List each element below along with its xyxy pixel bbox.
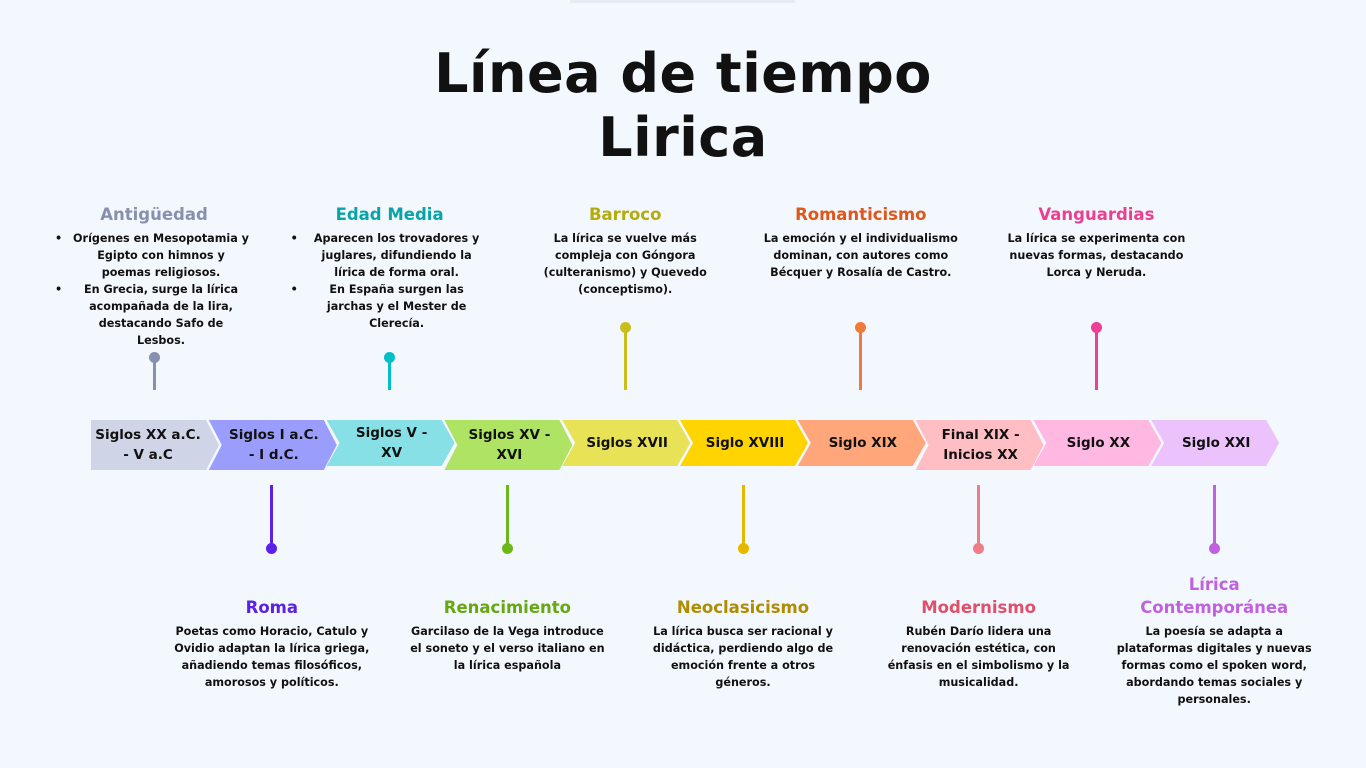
pin-dot [501,543,513,554]
title-line-2: Lirica [598,106,768,169]
period-arrow: Siglos I a.C. - I d.C. [209,420,337,470]
pin-dot [148,352,160,363]
pin-line [1094,327,1098,390]
period-label: Siglos V - XV [355,425,428,461]
event-bullet: En España surgen las jarchas y el Mester… [291,281,485,332]
pin-dot [855,322,867,333]
event-description: Garcilaso de la Vega introduce el soneto… [410,625,605,672]
event-bullet: En Grecia, surge la lírica acompañada de… [55,281,249,349]
event-card: Vanguardias La lírica se experimenta con … [996,203,1196,281]
event-bullet: Orígenes en Mesopotamia y Egipto con him… [55,230,249,281]
period-label: Siglos I a.C. - I d.C. [228,427,319,463]
period-arrow: Siglos XV - XVI [444,420,572,470]
pin-line [977,485,981,548]
pin-dot [1208,543,1220,554]
pin-dot [384,352,396,363]
event-title: Vanguardias [1038,205,1155,224]
period-label: Siglo XIX [828,435,898,451]
event-title: Lírica Contemporánea [1140,575,1289,617]
event-title: Romanticismo [795,205,927,224]
event-description: La lírica se experimenta con nuevas form… [1007,232,1186,279]
period-label: Siglos XVII [586,435,668,451]
pin-line [741,485,745,548]
event-title: Barroco [588,205,662,224]
event-description: Rubén Darío lidera una renovación estéti… [887,625,1070,689]
period-arrow: Siglos XVII [562,420,690,466]
event-bullet: Aparecen los trovadores y juglares, difu… [291,230,485,281]
event-title: Modernismo [921,598,1036,617]
event-card: Neoclasicismo La lírica busca ser raciona… [643,596,843,691]
pin-line [1212,485,1216,548]
pin-line [388,357,392,390]
period-label: Siglo XXI [1181,435,1251,451]
event-title: Neoclasicismo [676,598,810,617]
event-title: Renacimiento [443,598,571,617]
top-decoration [570,0,795,3]
period-label: Siglo XX [1066,435,1131,451]
event-description: La poesía se adapta a plataformas digita… [1116,625,1312,706]
period-arrow: Siglos XX a.C. - V a.C [91,420,219,470]
pin-dot [1090,322,1102,333]
pin-line [859,327,863,390]
period-label: Siglos XV - XVI [468,427,551,463]
pin-line [270,485,274,548]
event-card: Edad MediaAparecen los trovadores y jugl… [291,203,485,332]
title-line-1: Línea de tiempo [434,42,932,105]
pin-dot [619,322,631,333]
event-card: Lírica Contemporánea La poesía se adapta … [1114,573,1314,708]
period-arrow: Siglo XIX [798,420,926,466]
event-title: Roma [245,598,298,617]
period-label: Siglos XX a.C. - V a.C [95,427,201,463]
pin-dot [737,543,749,554]
event-description: La emoción y el individualismo dominan, … [763,232,958,279]
pin-line [505,485,509,548]
period-label: Final XIX - Inicios XX [941,427,1020,463]
event-bullets: Aparecen los trovadores y juglares, difu… [291,230,485,332]
event-title: Antigüedad [100,205,208,224]
pin-dot [973,543,985,554]
event-card: Romanticismo La emoción y el individualis… [761,203,961,281]
period-arrow: Siglo XXI [1151,420,1279,466]
event-description: La lírica se vuelve más compleja con Gón… [543,232,707,296]
event-card: AntigüedadOrígenes en Mesopotamia y Egip… [55,203,249,349]
event-card: Barroco La lírica se vuelve más compleja … [525,203,725,298]
pin-line [623,327,627,390]
period-arrow: Siglos V - XV [327,420,455,466]
event-bullets: Orígenes en Mesopotamia y Egipto con him… [55,230,249,349]
period-label: Siglo XVIII [705,435,785,451]
event-title: Edad Media [335,205,444,224]
page-title: Línea de tiempo Lirica [0,42,1366,170]
period-arrow: Final XIX - Inicios XX [916,420,1044,470]
period-arrow: Siglo XVIII [680,420,808,466]
event-description: Poetas como Horacio, Catulo y Ovidio ada… [174,625,370,689]
event-description: La lírica busca ser racional y didáctica… [652,625,834,689]
pin-dot [266,543,278,554]
period-arrow: Siglo XX [1033,420,1161,466]
pin-line [152,357,156,390]
